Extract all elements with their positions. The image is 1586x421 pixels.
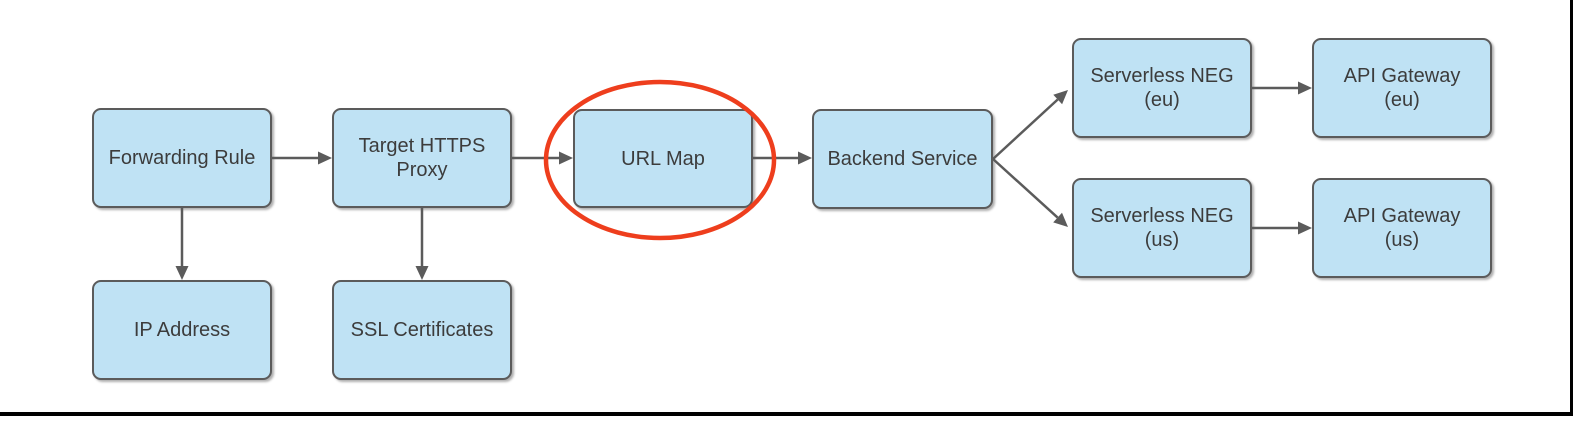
edge-serverless-neg-eu-to-api-gateway-eu [1252,81,1312,95]
node-ip-address: IP Address [92,280,272,380]
node-label-api-gateway-us: API Gateway (us) [1343,205,1461,251]
node-serverless-neg-us: Serverless NEG (us) [1072,178,1252,278]
arrowhead-icon [175,266,189,280]
edge-forwarding-rule-to-ip-address [175,208,189,280]
node-label-url-map: URL Map [621,147,705,170]
node-api-gateway-us: API Gateway (us) [1312,178,1492,278]
edge-target-https-proxy-to-url-map [512,151,573,165]
node-label-ip-address: IP Address [133,319,231,341]
node-label-serverless-neg-us: Serverless NEG (us) [1090,205,1234,251]
node-forwarding-rule: Forwarding Rule [92,108,272,208]
node-backend-service: Backend Service [812,109,993,209]
edge-backend-service-to-serverless-neg-eu [992,90,1068,160]
edge-forwarding-rule-to-target-https-proxy [272,151,332,165]
arrowhead-icon [559,151,573,165]
edge-backend-service-to-serverless-neg-us [992,158,1068,227]
edge-url-map-to-backend-service [753,151,812,165]
arrowhead-icon [1298,221,1312,235]
node-api-gateway-eu: API Gateway (eu) [1312,38,1492,138]
node-serverless-neg-eu: Serverless NEG (eu) [1072,38,1252,138]
arrowhead-icon [1298,81,1312,95]
edge-serverless-neg-us-to-api-gateway-us [1252,221,1312,235]
edge-target-https-proxy-to-ssl-certificates [415,208,429,280]
node-label-target-https-proxy: Target HTTPS Proxy [358,135,486,181]
arrowhead-icon [1053,90,1068,105]
arrowhead-icon [798,151,812,165]
arrowhead-icon [415,266,429,280]
node-label-ssl-certificates: SSL Certificates [350,319,494,341]
node-ssl-certificates: SSL Certificates [332,280,512,380]
arrowhead-icon [318,151,332,165]
frame-right-edge [1570,0,1573,416]
frame-bottom-edge [0,412,1573,416]
node-label-serverless-neg-eu: Serverless NEG (eu) [1090,65,1234,111]
arrowhead-icon [1053,212,1068,227]
node-label-api-gateway-eu: API Gateway (eu) [1343,65,1461,111]
node-label-forwarding-rule: Forwarding Rule [108,147,256,169]
node-label-backend-service: Backend Service [827,148,978,170]
node-target-https-proxy: Target HTTPS Proxy [332,108,512,208]
node-url-map: URL Map [573,109,753,208]
